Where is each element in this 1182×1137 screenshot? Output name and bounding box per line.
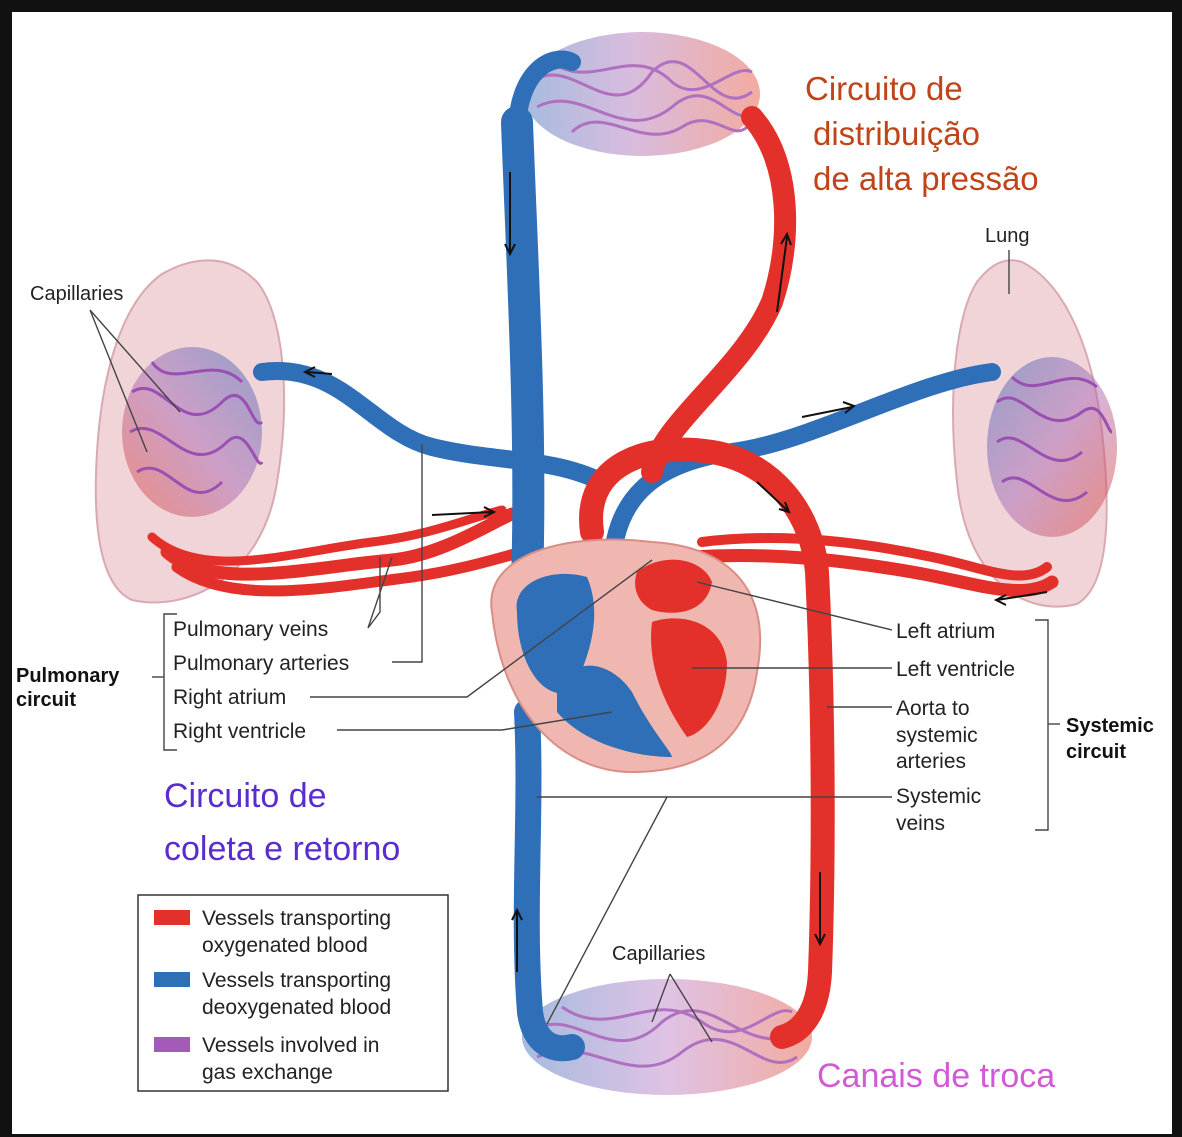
capillaries-label-bottom: Capillaries	[612, 943, 705, 965]
exchange-label: Canais de troca	[817, 1057, 1055, 1095]
right-ventricle-label: Right ventricle	[173, 720, 306, 743]
systemic-veins-label-1: Systemic	[896, 785, 981, 808]
collection-label-2: coleta e retorno	[164, 830, 400, 868]
pulmonary-circuit-label-1: Pulmonary	[16, 665, 120, 687]
aorta-label-1: Aorta to	[896, 697, 970, 720]
legend-deoxygenated-2: deoxygenated blood	[202, 996, 391, 1019]
high-pressure-label-3: de alta pressão	[813, 160, 1039, 197]
legend: Vessels transporting oxygenated blood Ve…	[138, 895, 448, 1091]
legend-swatch-oxygenated	[154, 910, 190, 925]
high-pressure-label-2: distribuição	[813, 115, 980, 152]
circulation-diagram: Capillaries Lung Capillaries Pulmonary v…	[12, 12, 1172, 1134]
left-lung-capillaries	[122, 347, 262, 517]
legend-deoxygenated-1: Vessels transporting	[202, 969, 391, 992]
right-lung-capillaries	[987, 357, 1117, 537]
right-atrium-label: Right atrium	[173, 686, 286, 709]
pulmonary-veins-label: Pulmonary veins	[173, 618, 328, 641]
legend-oxygenated-1: Vessels transporting	[202, 907, 391, 930]
capillaries-label-top: Capillaries	[30, 283, 123, 305]
systemic-circuit-label-1: Systemic	[1066, 715, 1154, 737]
systemic-veins-label-2: veins	[896, 812, 945, 835]
lung-label: Lung	[985, 225, 1030, 247]
left-atrium-label: Left atrium	[896, 620, 995, 643]
aorta-label-2: systemic	[896, 724, 978, 747]
high-pressure-label-1: Circuito de	[805, 70, 963, 107]
legend-gas-exchange-2: gas exchange	[202, 1061, 333, 1084]
legend-oxygenated-2: oxygenated blood	[202, 934, 368, 957]
legend-gas-exchange-1: Vessels involved in	[202, 1034, 379, 1057]
diagram-frame: Capillaries Lung Capillaries Pulmonary v…	[12, 12, 1172, 1134]
left-ventricle-label: Left ventricle	[896, 658, 1015, 681]
legend-swatch-gas-exchange	[154, 1037, 190, 1052]
pulmonary-circuit-label-2: circuit	[16, 689, 76, 711]
legend-swatch-deoxygenated	[154, 972, 190, 987]
pulmonary-arteries-label: Pulmonary arteries	[173, 652, 349, 675]
collection-label-1: Circuito de	[164, 777, 327, 815]
aorta-label-3: arteries	[896, 750, 966, 773]
systemic-circuit-label-2: circuit	[1066, 741, 1126, 763]
